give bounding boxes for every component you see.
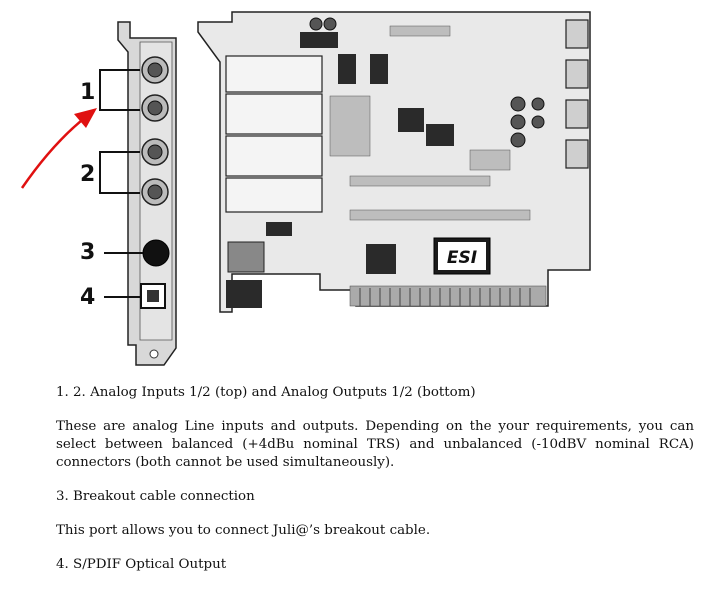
esi-logo: ESI xyxy=(433,237,491,275)
esi-logo-text: ESI xyxy=(447,248,477,268)
description-text: 1. 2. Analog Inputs 1/2 (top) and Analog… xyxy=(56,384,694,590)
heading-analog-io: 1. 2. Analog Inputs 1/2 (top) and Analog… xyxy=(56,385,476,400)
heading-breakout: 3. Breakout cable connection xyxy=(56,489,255,504)
jack-output-1 xyxy=(141,138,169,166)
red-arrow-icon xyxy=(20,108,97,189)
circuit-board xyxy=(197,11,591,313)
callout-3: 3 xyxy=(80,240,95,265)
callout-1: 1 xyxy=(80,80,95,105)
heading-spdif: 4. S/PDIF Optical Output xyxy=(56,557,227,572)
callout-4: 4 xyxy=(80,285,95,310)
breakout-port xyxy=(142,239,170,267)
jack-input-2 xyxy=(141,94,169,122)
para-analog-io: These are analog Line inputs and outputs… xyxy=(56,419,694,470)
jack-input-1 xyxy=(141,56,169,84)
card-figure: 1 2 3 4 xyxy=(20,11,591,366)
optical-port xyxy=(140,283,166,309)
callout-lines xyxy=(99,69,143,298)
jack-output-2 xyxy=(141,178,169,206)
callout-2: 2 xyxy=(80,162,95,187)
para-breakout: This port allows you to connect Juli@’s … xyxy=(56,523,431,538)
